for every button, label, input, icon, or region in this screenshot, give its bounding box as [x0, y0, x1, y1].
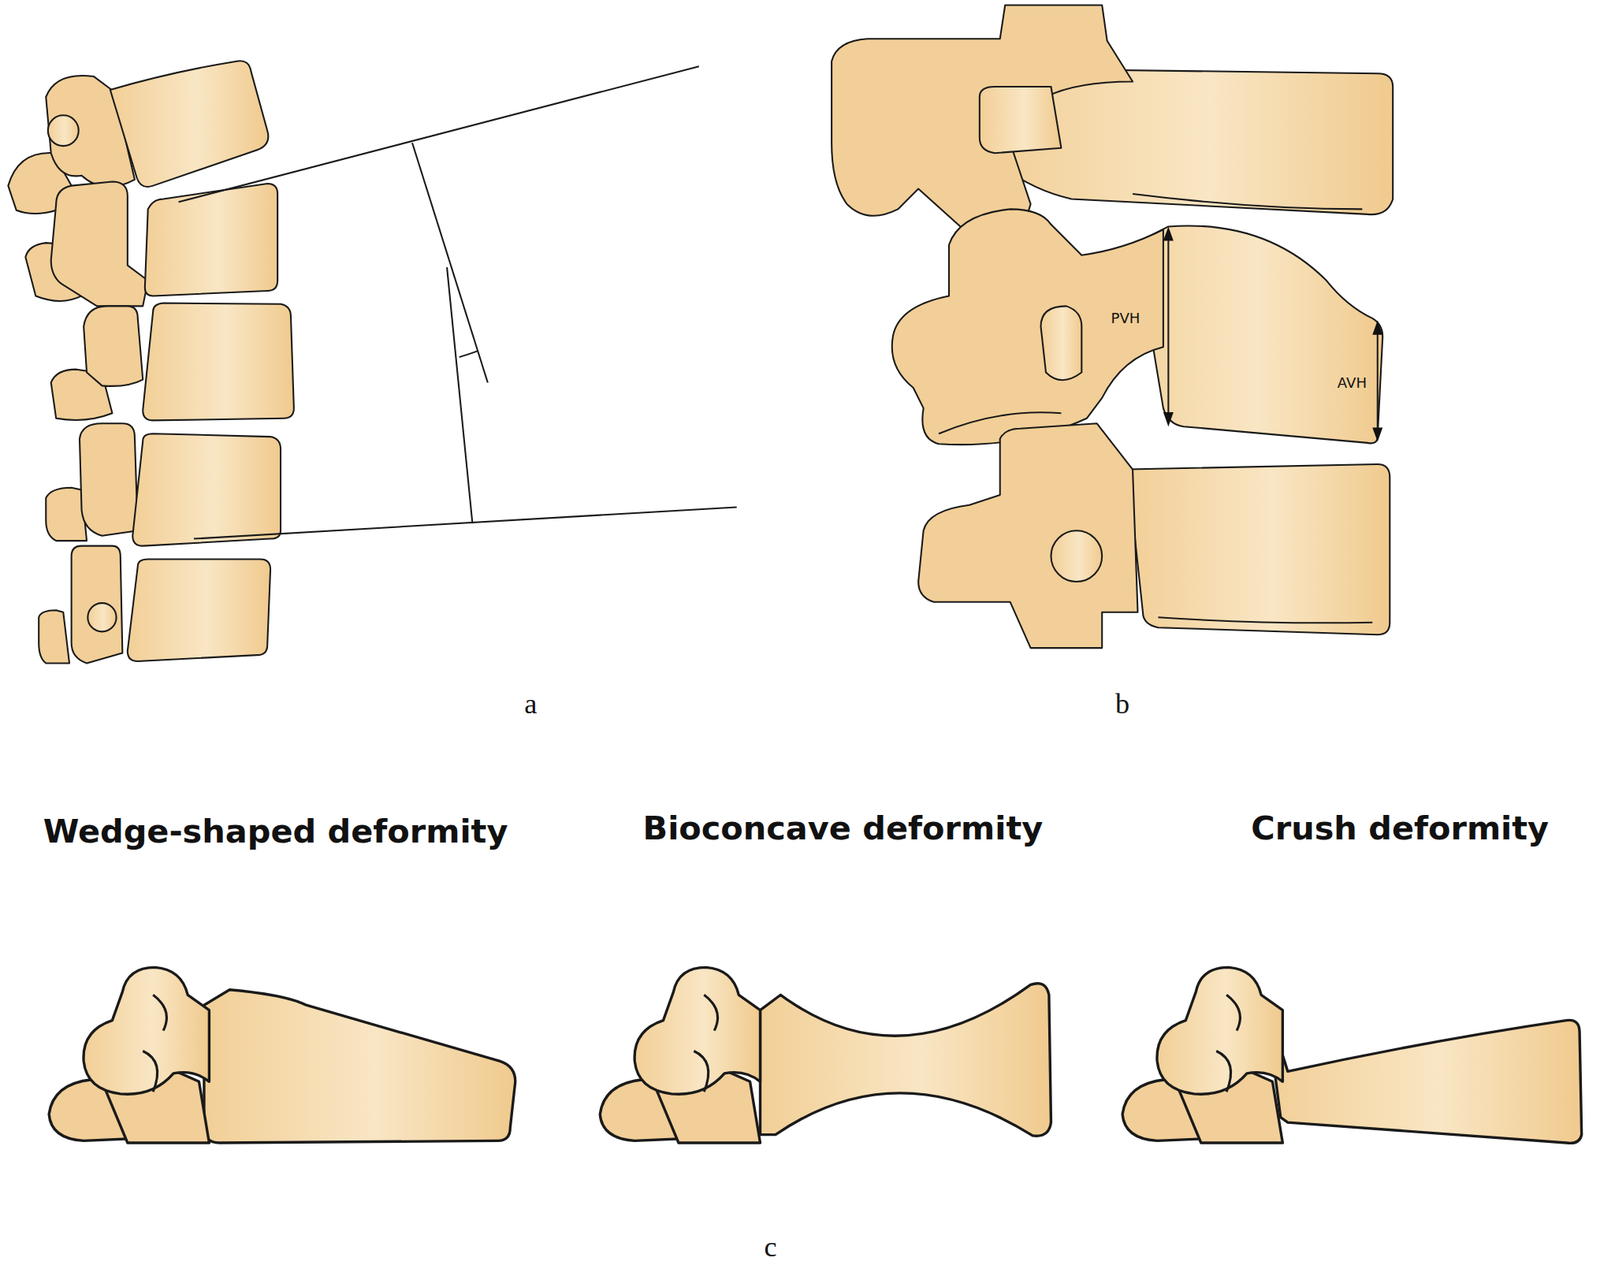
- posterior-element: [48, 967, 209, 1143]
- endplate-rim: [1157, 617, 1373, 623]
- posterior-element: [918, 423, 1138, 648]
- posterior-element: [831, 4, 1133, 237]
- dimension-label: PVH: [1111, 310, 1141, 328]
- posterior-element: [71, 546, 123, 664]
- vertebral-body: [127, 558, 271, 661]
- perpendicular-line: [446, 267, 473, 524]
- facet: [1050, 530, 1102, 582]
- spinous-process: [38, 610, 70, 663]
- deformity-title: Bioconcave deformity: [643, 809, 1044, 849]
- facet: [979, 86, 1062, 153]
- endplate-line: [193, 506, 737, 539]
- posterior-element: [51, 181, 149, 306]
- perpendicular-line: [412, 142, 488, 383]
- vertebral-body: [132, 433, 281, 546]
- spine-segment-a: [7, 60, 737, 663]
- endplate-rim: [1132, 193, 1362, 209]
- vertebral-body: [142, 303, 294, 421]
- vertebral-body: [110, 60, 269, 187]
- dimension-label: AVH: [1337, 374, 1367, 391]
- avh-dimension: [1376, 331, 1379, 432]
- deformity-title: Wedge-shaped deformity: [43, 812, 509, 852]
- panel-letter: a: [524, 688, 537, 721]
- panel-letter: b: [1115, 688, 1130, 721]
- endplate-line: [178, 66, 700, 202]
- spine-segment-b: [831, 4, 1393, 648]
- posterior-element: [1122, 967, 1283, 1143]
- posterior-element: [892, 208, 1164, 445]
- pvh-dimension: [1167, 236, 1169, 417]
- wedge-vertebra: [48, 967, 516, 1143]
- facet: [1041, 305, 1083, 380]
- arrow-head: [1372, 320, 1383, 443]
- vertebral-body: [145, 183, 278, 296]
- vertebral-body: [204, 989, 516, 1143]
- angle-arc: [459, 350, 478, 358]
- crush-vertebra: [1122, 967, 1582, 1143]
- facet: [87, 602, 116, 632]
- biconcave-vertebra: [599, 967, 1051, 1143]
- posterior-element: [599, 967, 760, 1143]
- facet: [48, 115, 79, 146]
- deformity-title: Crush deformity: [1250, 809, 1549, 849]
- vertebral-body: [1127, 464, 1391, 635]
- posterior-element: [79, 423, 138, 536]
- vertebral-body: [1265, 1000, 1582, 1144]
- panel-letter: c: [763, 1230, 777, 1263]
- vertebral-body: [760, 983, 1052, 1137]
- arrow-head: [1163, 226, 1174, 427]
- posterior-element: [83, 305, 143, 386]
